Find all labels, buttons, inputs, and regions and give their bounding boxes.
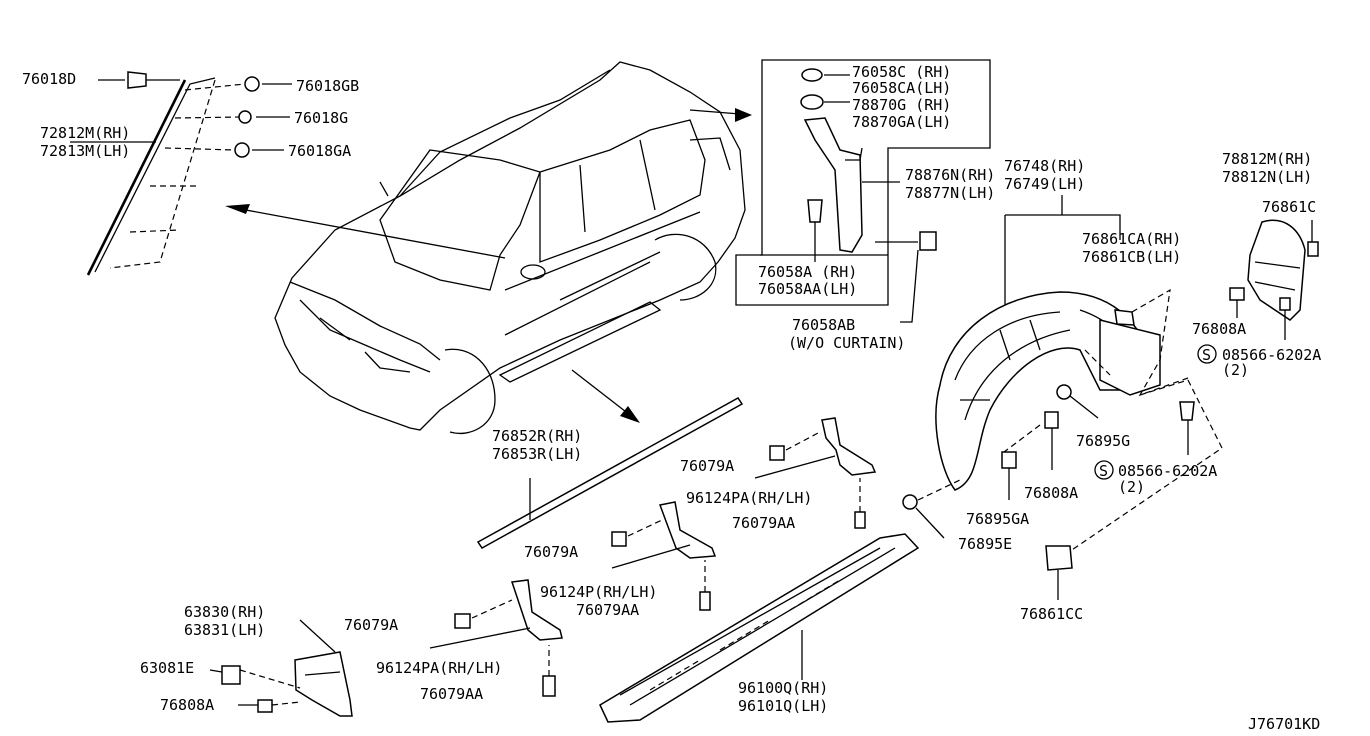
arrows bbox=[225, 108, 752, 423]
label-78870GA: 78870GA(LH) bbox=[852, 113, 951, 131]
s-symbol-icon bbox=[1094, 460, 1114, 480]
label-76861CB: 76861CB(LH) bbox=[1082, 248, 1181, 266]
s-symbol-top: S bbox=[1202, 346, 1211, 364]
label-76748: 76748(RH) bbox=[1004, 157, 1085, 175]
pillar-moulding-part bbox=[70, 71, 292, 276]
front-mudguard-part bbox=[209, 619, 353, 717]
label-76895E: 76895E bbox=[958, 535, 1012, 553]
label-76808A-bot: 76808A bbox=[160, 696, 214, 714]
clip-icon bbox=[1056, 384, 1072, 400]
screw-icon bbox=[1279, 297, 1291, 311]
clip-icon bbox=[1114, 309, 1135, 326]
label-08566-top: 08566-6202A bbox=[1222, 346, 1321, 364]
label-72812M: 72812M(RH) bbox=[40, 124, 130, 142]
label-76853R: 76853R(LH) bbox=[492, 445, 582, 463]
clip-icon bbox=[244, 76, 260, 92]
bolt-icon bbox=[854, 511, 866, 529]
label-78812N: 78812N(LH) bbox=[1222, 168, 1312, 186]
bolt-icon bbox=[611, 531, 627, 547]
bolt-icon bbox=[454, 613, 471, 629]
clip-icon bbox=[234, 142, 250, 158]
label-76861CA: 76861CA(RH) bbox=[1082, 230, 1181, 248]
label-76079AA-2: 76079AA bbox=[576, 601, 639, 619]
bolt-icon bbox=[542, 675, 556, 697]
bolt-icon bbox=[257, 699, 273, 713]
fender-liner-part bbox=[902, 195, 1223, 600]
label-76852R: 76852R(RH) bbox=[492, 427, 582, 445]
label-76018G: 76018G bbox=[294, 109, 348, 127]
label-96100Q: 96100Q(RH) bbox=[738, 679, 828, 697]
nut-icon bbox=[801, 68, 823, 82]
bolt-icon bbox=[769, 445, 785, 461]
label-76058C: 76058C (RH) bbox=[852, 63, 951, 81]
s-symbol-mid: S bbox=[1099, 462, 1108, 480]
label-72813M: 72813M(LH) bbox=[40, 142, 130, 160]
label-08566-mid: 08566-6202A bbox=[1118, 462, 1217, 480]
running-board-part bbox=[599, 533, 920, 723]
label-76808A-mid: 76808A bbox=[1024, 484, 1078, 502]
label-76058A: 76058A (RH) bbox=[758, 263, 857, 281]
screw-icon bbox=[1179, 401, 1195, 421]
label-76018GA: 76018GA bbox=[288, 142, 351, 160]
label-78812M: 78812M(RH) bbox=[1222, 150, 1312, 168]
bolt-icon bbox=[807, 199, 823, 223]
label-63831: 63831(LH) bbox=[184, 621, 265, 639]
label-76079AA-1: 76079AA bbox=[732, 514, 795, 532]
washer-icon bbox=[800, 94, 824, 110]
label-76058CA: 76058CA(LH) bbox=[852, 79, 951, 97]
bolt-icon bbox=[919, 231, 937, 251]
screw-clip-icon bbox=[127, 71, 147, 89]
label-63830: 63830(RH) bbox=[184, 603, 265, 621]
label-wo-curtain: (W/O CURTAIN) bbox=[788, 334, 905, 352]
label-76861C: 76861C bbox=[1262, 198, 1316, 216]
label-76079A-2: 76079A bbox=[524, 543, 578, 561]
label-76895G: 76895G bbox=[1076, 432, 1130, 450]
label-76058AB: 76058AB bbox=[792, 316, 855, 334]
bracket-detail-box bbox=[735, 59, 991, 323]
bracket-icon bbox=[803, 117, 863, 253]
label-76079A-1: 76079A bbox=[680, 457, 734, 475]
clip-icon bbox=[1307, 241, 1319, 257]
bolt-icon bbox=[699, 591, 711, 611]
clip-icon bbox=[221, 665, 241, 685]
label-78870G: 78870G (RH) bbox=[852, 96, 951, 114]
clip-icon bbox=[902, 494, 918, 510]
label-96124PA-1: 96124PA(RH/LH) bbox=[686, 489, 812, 507]
side-moulding-part bbox=[476, 397, 744, 549]
part-labels: 76018D 76018GB 76018G 76018GA 72812M(RH)… bbox=[22, 63, 1321, 733]
vehicle-illustration bbox=[274, 61, 746, 434]
label-76895GA: 76895GA bbox=[966, 510, 1029, 528]
label-78877N: 78877N(LH) bbox=[905, 184, 995, 202]
bolt-icon bbox=[1044, 411, 1059, 429]
label-76058AA: 76058AA(LH) bbox=[758, 280, 857, 298]
label-78876N: 78876N(RH) bbox=[905, 166, 995, 184]
bolt-icon bbox=[1229, 287, 1245, 301]
clip-icon bbox=[238, 110, 252, 124]
rear-mudguard-part bbox=[1229, 219, 1319, 340]
label-76079A-3: 76079A bbox=[344, 616, 398, 634]
step-brackets bbox=[429, 417, 877, 697]
label-76018D: 76018D bbox=[22, 70, 76, 88]
label-63081E: 63081E bbox=[140, 659, 194, 677]
label-96101Q: 96101Q(LH) bbox=[738, 697, 828, 715]
diagram-code: J76701KD bbox=[1248, 715, 1320, 733]
s-symbol-icon bbox=[1197, 344, 1217, 364]
label-76861CC: 76861CC bbox=[1020, 605, 1083, 623]
label-76749: 76749(LH) bbox=[1004, 175, 1085, 193]
label-96124PA-2: 96124PA(RH/LH) bbox=[376, 659, 502, 677]
label-76808A-top: 76808A bbox=[1192, 320, 1246, 338]
clip-icon bbox=[1045, 545, 1073, 571]
clip-icon bbox=[1001, 451, 1017, 469]
label-08566-top-qty: (2) bbox=[1222, 361, 1249, 379]
label-76079AA-3: 76079AA bbox=[420, 685, 483, 703]
label-96124P: 96124P(RH/LH) bbox=[540, 583, 657, 601]
label-76018GB: 76018GB bbox=[296, 77, 359, 95]
label-08566-mid-qty: (2) bbox=[1118, 478, 1145, 496]
